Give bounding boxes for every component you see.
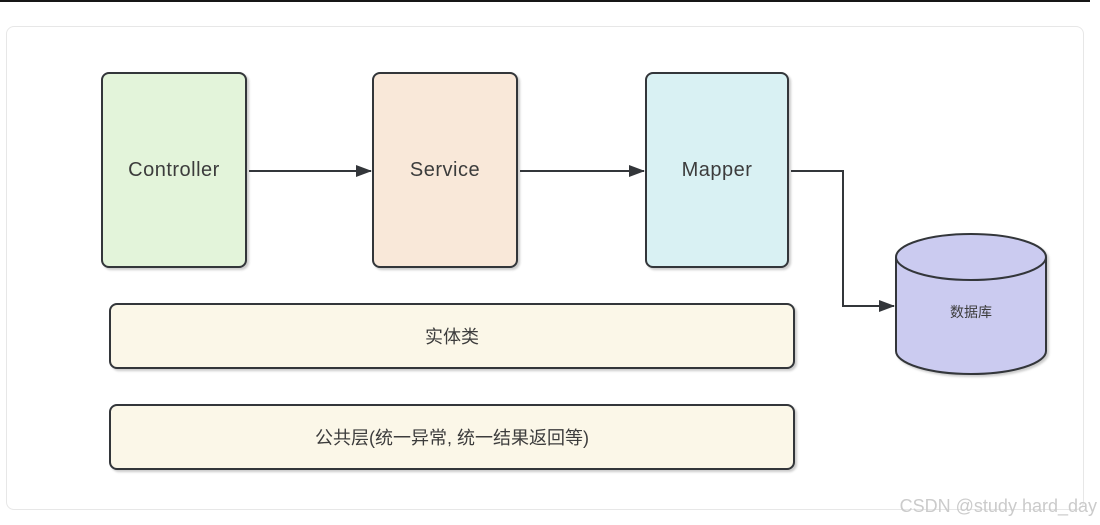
entity-layer-bar: 实体类: [109, 303, 795, 369]
database-cylinder-top: [895, 233, 1047, 281]
database-cylinder-icon: [895, 233, 1047, 375]
common-layer-label: 公共层(统一异常, 统一结果返回等): [315, 428, 589, 448]
common-layer-bar: 公共层(统一异常, 统一结果返回等): [109, 404, 795, 470]
diagram-frame: [6, 26, 1084, 510]
node-mapper: Mapper: [645, 72, 789, 268]
node-service-label: Service: [409, 158, 481, 181]
top-window-edge: [0, 0, 1090, 2]
csdn-watermark: CSDN @study hard_day: [899, 496, 1097, 516]
database-label: 数据库: [950, 304, 992, 320]
entity-layer-label: 实体类: [425, 327, 479, 347]
node-controller-label: Controller: [128, 158, 220, 181]
database-cylinder-body: [895, 257, 1047, 375]
node-controller: Controller: [101, 72, 247, 268]
node-service: Service: [372, 72, 518, 268]
node-mapper-label: Mapper: [681, 158, 753, 181]
